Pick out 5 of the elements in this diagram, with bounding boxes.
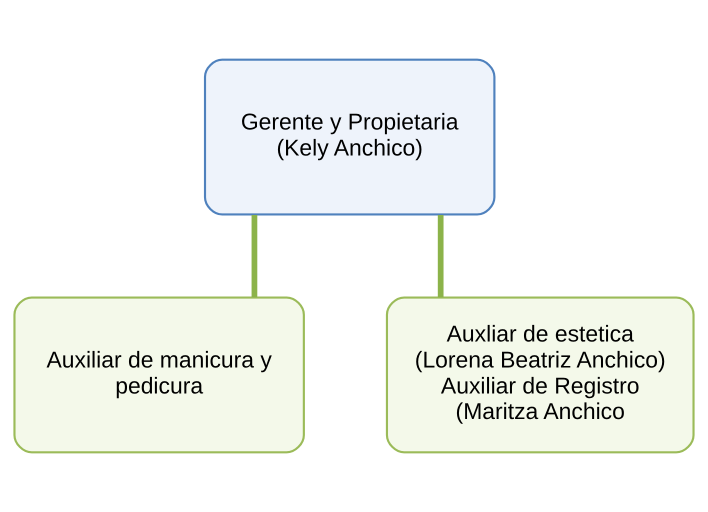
node-box: Auxiliar de manicura y pedicura	[13, 296, 305, 454]
node-box: Auxliar de estetica (Lorena Beatriz Anchico) Auxiliar de Registro (Maritza Anchico	[386, 296, 695, 454]
connector	[252, 214, 258, 298]
connector	[438, 214, 444, 298]
node-box: Gerente y Propietaria (Kely Anchico)	[204, 58, 496, 216]
